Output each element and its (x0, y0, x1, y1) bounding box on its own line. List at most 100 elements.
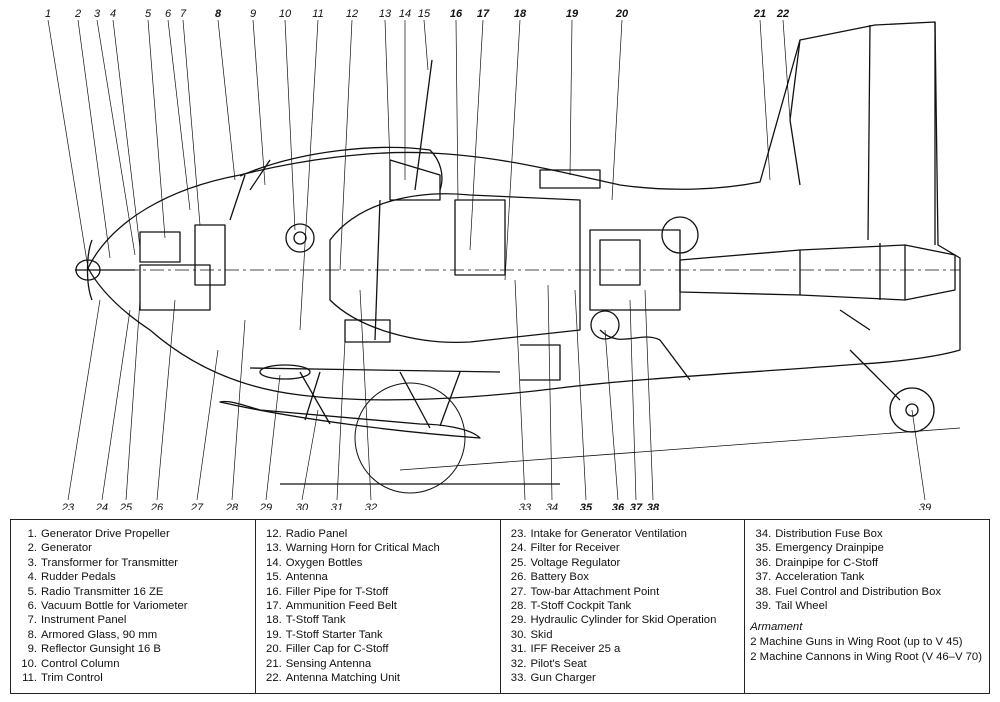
callout-39: 39 (919, 502, 931, 510)
legend-item-text: T-Stoff Cockpit Tank (530, 600, 632, 613)
legend-item-36: 36.Drainpipe for C-Stoff (745, 556, 989, 570)
legend-item-8: 8.Armored Glass, 90 mm (11, 628, 255, 642)
legend-item-number: 12. (266, 528, 282, 540)
legend-item-20: 20.Filler Cap for C-Stoff (256, 642, 500, 656)
legend-item-text: Filler Cap for C-Stoff (285, 643, 389, 656)
callout-19: 19 (566, 8, 579, 20)
legend-item-text: Emergency Drainpipe (775, 542, 884, 555)
legend-item-4: 4.Rudder Pedals (11, 570, 255, 584)
legend-item-1: 1.Generator Drive Propeller (11, 527, 255, 541)
callout-23: 23 (61, 502, 75, 510)
legend-item-32: 32.Pilot's Seat (501, 657, 745, 671)
legend-item-text: Trim Control (41, 672, 103, 685)
legend-item-number: 28. (510, 600, 527, 613)
leader-lines (47, 19, 926, 501)
legend-item-17: 17.Ammunition Feed Belt (256, 599, 500, 613)
callout-7: 7 (180, 8, 187, 20)
legend-item-text: Generator (41, 542, 92, 555)
legend-item-text: Skid (530, 628, 553, 641)
legend-item-10: 10.Control Column (11, 657, 255, 671)
legend-item-text: T-Stoff Tank (285, 614, 346, 627)
legend-item-number: 6. (27, 600, 37, 613)
legend-item-35: 35.Emergency Drainpipe (745, 541, 989, 555)
legend-item-28: 28.T-Stoff Cockpit Tank (501, 599, 745, 613)
legend-item-number: 33. (510, 672, 527, 685)
legend-item-number: 1. (27, 528, 37, 540)
callout-2: 2 (74, 8, 81, 20)
legend-item-number: 7. (27, 614, 37, 627)
legend-item-text: Radio Transmitter 16 ZE (41, 585, 164, 598)
legend-item-number: 9. (27, 643, 37, 656)
callout-11: 11 (312, 8, 323, 20)
legend-item-text: Transformer for Transmitter (41, 556, 179, 569)
legend-item-2: 2.Generator (11, 541, 255, 555)
legend-item-text: Tow-bar Attachment Point (530, 585, 660, 598)
legend-item-33: 33.Gun Charger (501, 671, 745, 685)
fuselage-outline (87, 21, 961, 401)
legend-item-12: 12.Radio Panel (256, 527, 500, 541)
callout-13: 13 (379, 8, 392, 20)
legend-item-number: 29. (510, 614, 527, 627)
legend-item-37: 37.Acceleration Tank (745, 570, 989, 584)
legend-item-6: 6. Vacuum Bottle for Variometer (11, 599, 255, 613)
callout-25: 25 (119, 502, 133, 510)
legend-item-text: Antenna (285, 571, 328, 584)
callout-3: 3 (94, 8, 101, 20)
callout-5: 5 (145, 8, 152, 20)
callout-33: 33 (519, 502, 532, 510)
legend-item-21: 21.Sensing Antenna (256, 657, 500, 671)
callout-20: 20 (615, 8, 629, 20)
legend-item-text: Tail Wheel (775, 600, 828, 613)
legend-item-text: Acceleration Tank (775, 571, 865, 584)
callout-32: 32 (365, 502, 377, 510)
legend-item-text: Distribution Fuse Box (775, 528, 883, 540)
callout-22: 22 (776, 8, 789, 20)
legend-item-15: 15.Antenna (256, 570, 500, 584)
legend-item-number: 18. (266, 614, 282, 627)
rocket-motor (679, 249, 801, 296)
callout-10: 10 (279, 8, 292, 20)
legend-item-number: 27. (510, 585, 527, 598)
callout-9: 9 (250, 8, 256, 20)
legend-item-number: 24. (510, 542, 527, 555)
legend-item-text: Fuel Control and Distribution Box (775, 585, 942, 598)
legend-item-number: 34. (755, 528, 772, 540)
skid (219, 400, 481, 439)
callout-28: 28 (225, 502, 239, 510)
legend-item-number: 3. (27, 556, 37, 569)
legend-item-number: 16. (266, 585, 282, 598)
callout-15: 15 (418, 8, 431, 20)
legend-item-number: 25. (510, 556, 527, 569)
callout-36: 36 (612, 502, 625, 510)
legend-item-number: 13. (266, 542, 282, 555)
legend-item-text: Filter for Receiver (530, 542, 620, 555)
legend-item-14: 14.Oxygen Bottles (256, 556, 500, 570)
legend-item-18: 18.T-Stoff Tank (256, 613, 500, 627)
legend-item-text: Vacuum Bottle for Variometer (41, 600, 188, 613)
armament-item-1: 2 Machine Guns in Wing Root (up to V 45) (750, 636, 963, 649)
legend-item-text: Instrument Panel (41, 614, 127, 627)
legend-item-26: 26.Battery Box (501, 570, 745, 584)
legend-item-number: 31. (510, 643, 527, 656)
callout-26: 26 (150, 502, 164, 510)
legend-item-38: 38.Fuel Control and Distribution Box (745, 585, 989, 599)
legend-item-24: 24.Filter for Receiver (501, 541, 745, 555)
legend-item-number: 35. (755, 542, 772, 555)
legend-item-text: Ammunition Feed Belt (285, 600, 397, 613)
callout-1: 1 (45, 8, 51, 20)
legend-item-text: Drainpipe for C-Stoff (775, 556, 879, 569)
callout-12: 12 (346, 8, 358, 20)
legend-item-9: 9.Reflector Gunsight 16 B (11, 642, 255, 656)
legend-item-text: Intake for Generator Ventilation (530, 528, 687, 540)
legend-item-16: 16.Filler Pipe for T-Stoff (256, 585, 500, 599)
callout-31: 31 (331, 502, 343, 510)
legend-item-number: 37. (755, 571, 772, 584)
legend-item-23: 23.Intake for Generator Ventilation (501, 527, 745, 541)
legend-item-number: 11. (22, 672, 37, 685)
legend-item-text: Antenna Matching Unit (285, 672, 401, 685)
legend-item-number: 26. (510, 571, 527, 584)
